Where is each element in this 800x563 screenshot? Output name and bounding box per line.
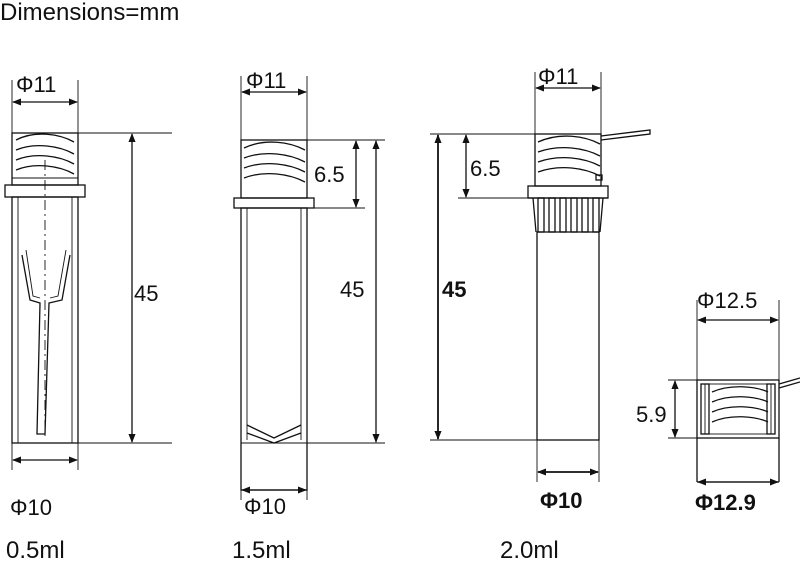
screw-cap: Φ12.5 5.9 Φ12.9 <box>636 288 800 515</box>
tube-2-0ml-height: 45 <box>442 277 466 302</box>
tube-2-0ml-flange <box>527 185 609 199</box>
tube-1-5ml-thread-height: 6.5 <box>314 162 345 187</box>
cap-top-diameter: Φ12.5 <box>697 288 757 313</box>
tube-2-0ml-thread-height: 6.5 <box>470 156 501 181</box>
tube-2-0ml-top-diameter: Φ11 <box>538 64 578 89</box>
tube-1-5ml-height: 45 <box>340 277 364 302</box>
tube-0-5ml-capacity: 0.5ml <box>6 537 65 563</box>
tube-1-5ml: Φ11 6.5 45 Φ10 1.5ml <box>232 68 385 563</box>
tube-2-0ml-skirt <box>528 197 608 233</box>
tube-2-0ml-capacity: 2.0ml <box>500 537 559 563</box>
tube-0-5ml-height: 45 <box>134 281 158 306</box>
tube-1-5ml-bottom-diameter: Φ10 <box>244 494 286 519</box>
tube-0-5ml-bottom-diameter: Φ10 <box>10 495 52 520</box>
tube-0-5ml-thread <box>11 132 79 186</box>
tube-1-5ml-flange <box>233 197 315 209</box>
tube-2-0ml-thread <box>534 129 651 187</box>
dimensions-title: Dimensions=mm <box>0 0 179 26</box>
tube-2-0ml-bottom-diameter: Φ10 <box>540 488 583 513</box>
tube-0-5ml-body <box>11 196 79 444</box>
cap-height: 5.9 <box>636 402 667 427</box>
tube-2-0ml: Φ11 6.5 <box>430 64 651 563</box>
tube-1-5ml-body <box>240 207 308 491</box>
tube-0-5ml-top-diameter: Φ11 <box>16 72 56 97</box>
tube-1-5ml-capacity: 1.5ml <box>232 537 291 563</box>
tube-2-0ml-body <box>536 231 600 441</box>
tube-0-5ml: Φ11 Φ10 45 0.5ml <box>4 72 172 563</box>
cap-bottom-diameter: Φ12.9 <box>695 490 756 515</box>
tube-1-5ml-top-diameter: Φ11 <box>246 68 286 93</box>
tube-1-5ml-thread <box>240 139 308 199</box>
